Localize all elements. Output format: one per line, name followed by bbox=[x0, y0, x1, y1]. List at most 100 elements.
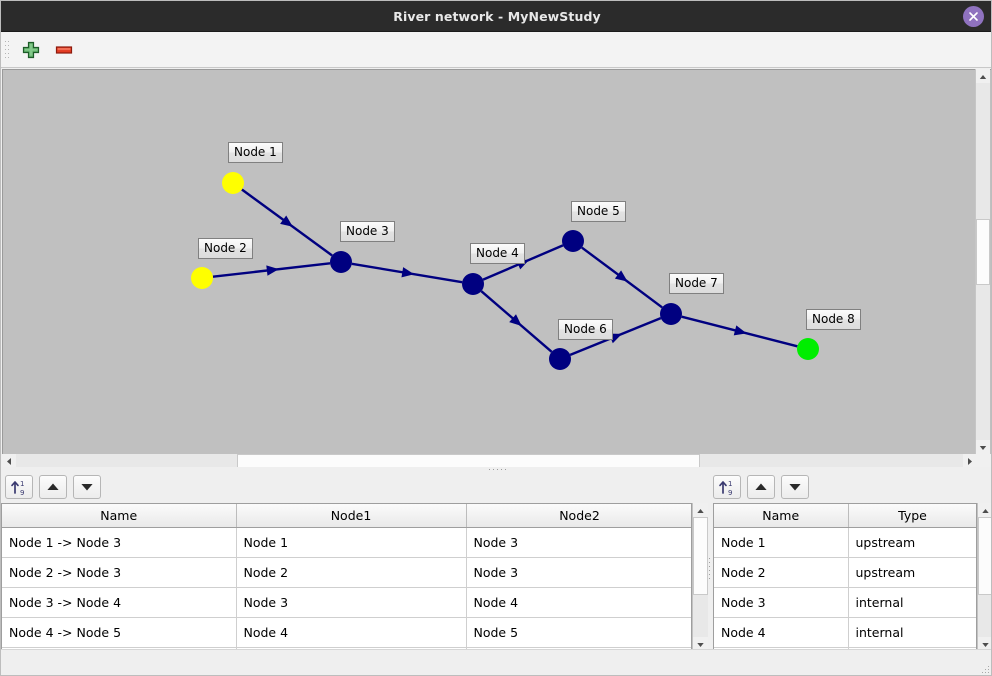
table-cell[interactable] bbox=[236, 647, 467, 650]
table-cell[interactable]: Node 3 -> Node 4 bbox=[2, 587, 237, 618]
horizontal-splitter[interactable] bbox=[1, 467, 991, 473]
branch-vscroll-thumb[interactable] bbox=[693, 517, 708, 595]
move-up-icon[interactable] bbox=[747, 475, 775, 499]
sort-ascending-icon[interactable]: 1 9 bbox=[5, 475, 33, 499]
table-cell[interactable] bbox=[466, 647, 691, 650]
table-cell[interactable] bbox=[2, 647, 237, 650]
column-header[interactable]: Name bbox=[714, 504, 849, 528]
graph-node[interactable] bbox=[660, 303, 682, 325]
scroll-up-arrow-icon[interactable] bbox=[976, 69, 990, 83]
status-strip bbox=[1, 649, 991, 675]
table-cell[interactable]: Node 2 bbox=[236, 557, 467, 588]
column-header[interactable]: Node2 bbox=[466, 504, 691, 528]
table-cell[interactable]: internal bbox=[848, 617, 976, 648]
node-label[interactable]: Node 3 bbox=[340, 221, 395, 242]
main-toolbar bbox=[1, 32, 991, 68]
table-cell[interactable]: Node 3 bbox=[714, 587, 849, 618]
node-label[interactable]: Node 7 bbox=[669, 273, 724, 294]
network-graph[interactable] bbox=[3, 70, 992, 454]
table-cell[interactable]: upstream bbox=[848, 527, 976, 558]
table-cell[interactable]: Node 4 bbox=[236, 617, 467, 648]
move-down-icon[interactable] bbox=[781, 475, 809, 499]
table-cell[interactable]: Node 5 bbox=[466, 617, 691, 648]
scroll-up-arrow-icon[interactable] bbox=[978, 503, 991, 517]
table-cell[interactable]: Node 3 bbox=[466, 527, 691, 558]
node-label[interactable]: Node 6 bbox=[558, 319, 613, 340]
table-cell[interactable]: Node 2 bbox=[714, 557, 849, 588]
table-cell[interactable]: internal bbox=[848, 587, 976, 618]
graph-node[interactable] bbox=[330, 251, 352, 273]
scroll-down-arrow-icon[interactable] bbox=[976, 440, 990, 454]
table-cell[interactable]: Node 1 -> Node 3 bbox=[2, 527, 237, 558]
table-row[interactable] bbox=[2, 647, 691, 650]
table-cell[interactable] bbox=[848, 647, 976, 650]
node-label[interactable]: Node 1 bbox=[228, 142, 283, 163]
canvas-vscroll-thumb[interactable] bbox=[976, 219, 990, 285]
toolbar-drag-handle[interactable] bbox=[5, 41, 10, 59]
graph-node[interactable] bbox=[562, 230, 584, 252]
add-plus-icon[interactable] bbox=[20, 39, 42, 61]
node-label[interactable]: Node 4 bbox=[470, 243, 525, 264]
table-cell[interactable]: Node 1 bbox=[236, 527, 467, 558]
table-cell[interactable]: upstream bbox=[848, 557, 976, 588]
move-up-icon[interactable] bbox=[39, 475, 67, 499]
canvas-horizontal-scrollbar[interactable] bbox=[2, 454, 977, 470]
graph-edges bbox=[212, 188, 798, 356]
node-table-vertical-scrollbar[interactable] bbox=[977, 503, 991, 651]
delete-minus-icon[interactable] bbox=[53, 39, 75, 61]
splitter-grip[interactable] bbox=[489, 469, 507, 471]
table-row[interactable] bbox=[714, 647, 976, 650]
node-label[interactable]: Node 5 bbox=[571, 201, 626, 222]
branch-table-vertical-scrollbar[interactable] bbox=[692, 503, 708, 651]
graph-node[interactable] bbox=[462, 273, 484, 295]
graph-node[interactable] bbox=[222, 172, 244, 194]
river-network-canvas[interactable]: Node 1 Node 2 Node 3 Node 4 Node 5 Node 6 Node… bbox=[2, 69, 992, 454]
node-label[interactable]: Node 2 bbox=[198, 238, 253, 259]
close-icon[interactable] bbox=[963, 6, 984, 27]
column-header[interactable]: Type bbox=[848, 504, 976, 528]
scroll-down-arrow-icon[interactable] bbox=[978, 637, 991, 651]
scroll-up-arrow-icon[interactable] bbox=[693, 503, 708, 517]
table-cell[interactable]: Node 2 -> Node 3 bbox=[2, 557, 237, 588]
graph-node[interactable] bbox=[797, 338, 819, 360]
svg-text:9: 9 bbox=[728, 489, 732, 497]
move-down-icon[interactable] bbox=[73, 475, 101, 499]
graph-node[interactable] bbox=[191, 267, 213, 289]
table-cell[interactable]: Node 3 bbox=[466, 557, 691, 588]
node-label[interactable]: Node 8 bbox=[806, 309, 861, 330]
column-header[interactable]: Name bbox=[2, 504, 237, 528]
canvas-vertical-scrollbar[interactable] bbox=[975, 69, 990, 454]
column-header[interactable]: Node1 bbox=[236, 504, 467, 528]
scroll-left-arrow-icon[interactable] bbox=[2, 454, 16, 469]
table-cell[interactable]: Node 3 bbox=[236, 587, 467, 618]
table-cell[interactable]: Node 4 bbox=[466, 587, 691, 618]
scroll-right-arrow-icon[interactable] bbox=[963, 454, 977, 469]
graph-nodes[interactable] bbox=[191, 172, 819, 370]
scroll-down-arrow-icon[interactable] bbox=[693, 637, 708, 651]
node-vscroll-thumb[interactable] bbox=[978, 517, 991, 595]
table-cell[interactable]: Node 1 bbox=[714, 527, 849, 558]
edge-arrowhead-icon bbox=[509, 314, 522, 326]
graph-node[interactable] bbox=[549, 348, 571, 370]
table-cell[interactable]: Node 4 -> Node 5 bbox=[2, 617, 237, 648]
table-cell[interactable] bbox=[714, 647, 849, 650]
window-resize-grip[interactable] bbox=[982, 666, 990, 674]
svg-text:1: 1 bbox=[728, 480, 732, 488]
vertical-pane-divider[interactable] bbox=[709, 558, 711, 580]
sort-ascending-icon[interactable]: 1 9 bbox=[713, 475, 741, 499]
table-cell[interactable]: Node 4 bbox=[714, 617, 849, 648]
